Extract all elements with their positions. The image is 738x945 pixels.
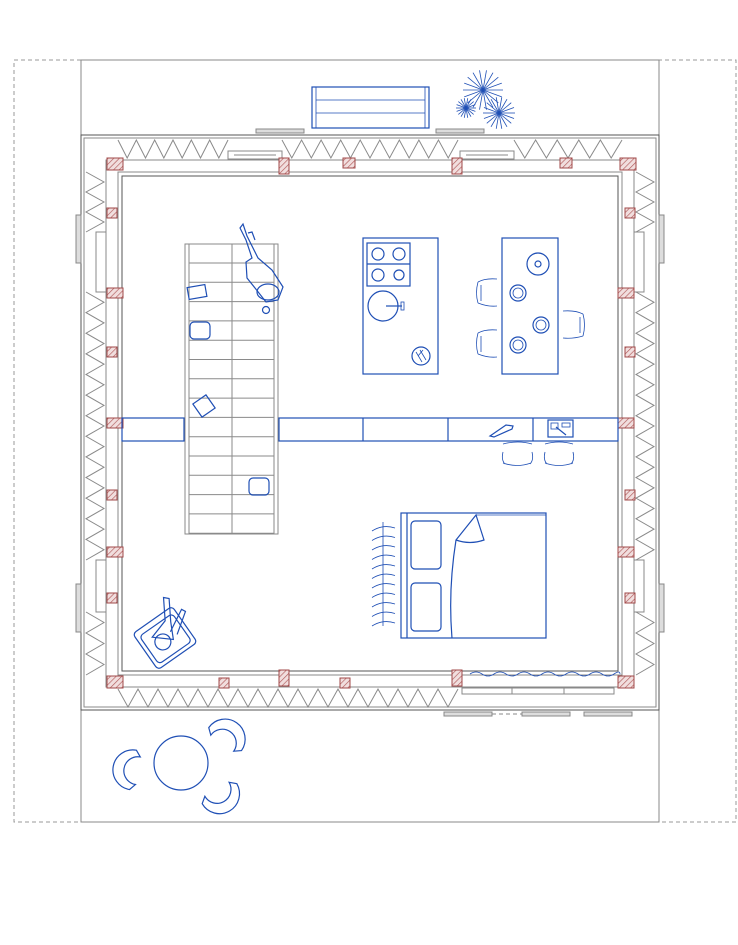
kitchen-island [362, 237, 439, 375]
windows [75, 128, 665, 717]
armchair-with-person [133, 596, 197, 669]
sink-icon [547, 419, 574, 438]
person-on-stairs [239, 222, 284, 315]
dining-table [476, 237, 585, 375]
staircase [184, 243, 279, 535]
kitchen-counter [121, 417, 619, 466]
stair-props [186, 283, 270, 496]
plant-icons [456, 70, 515, 129]
knife-icon [488, 424, 514, 438]
structural-columns [106, 157, 637, 689]
clothes-rail [371, 522, 396, 627]
bed [400, 512, 547, 639]
bar-stools [501, 441, 575, 466]
patio-table [112, 718, 246, 815]
radiator [469, 671, 621, 677]
garden-bench [311, 86, 430, 129]
exterior-walls [75, 128, 665, 717]
